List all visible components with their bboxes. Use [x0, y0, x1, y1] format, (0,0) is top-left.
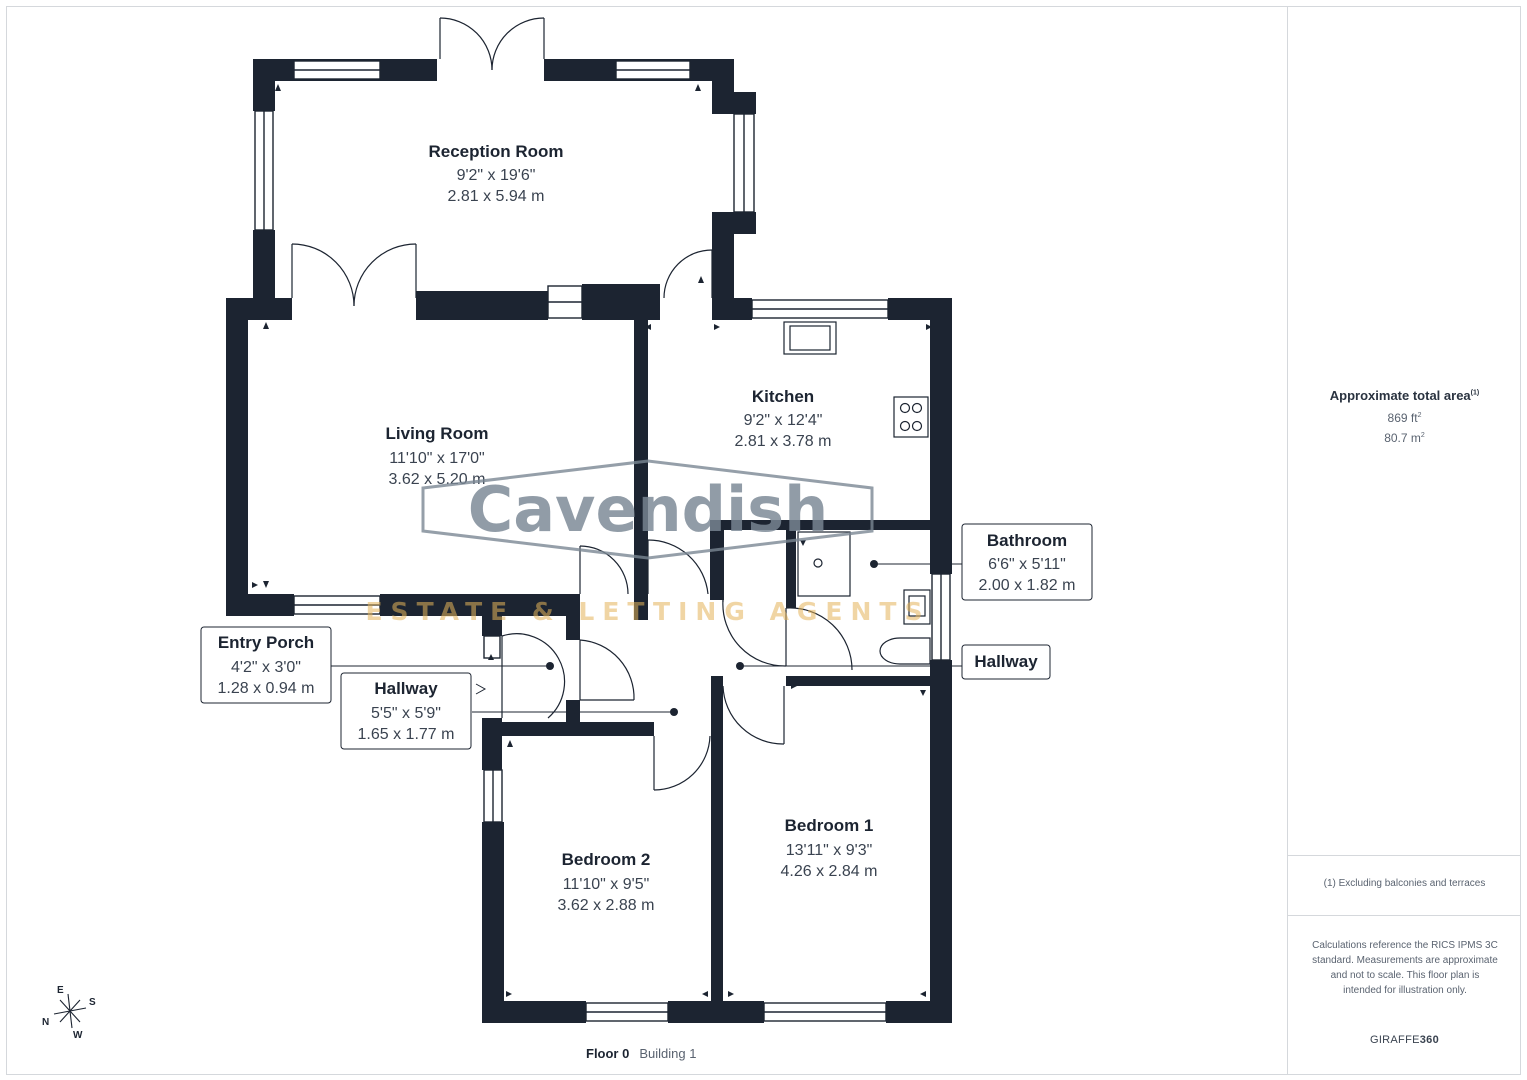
- fixtures: [783, 321, 931, 665]
- compass-n: N: [42, 1017, 49, 1028]
- walls: [226, 59, 952, 1023]
- compass-w: W: [73, 1030, 83, 1041]
- bedroom2-imperial: 11'10" x 9'5": [563, 876, 650, 893]
- bedroom1-metric: 4.26 x 2.84 m: [781, 863, 878, 880]
- leader-dots: [546, 560, 878, 716]
- info-sidebar: Approximate total area(1) 869 ft2 80.7 m…: [1287, 6, 1521, 1075]
- hallway-east-name: Hallway: [974, 652, 1038, 671]
- bedroom2-name: Bedroom 2: [562, 850, 651, 869]
- living-room-imperial: 11'10" x 17'0": [389, 450, 484, 467]
- watermark-name: Cavendish: [468, 473, 829, 546]
- windows: [254, 60, 951, 1022]
- reception-room-imperial: 9'2" x 19'6": [457, 167, 536, 184]
- living-room-name: Living Room: [386, 424, 489, 443]
- total-area-block: Approximate total area(1) 869 ft2 80.7 m…: [1288, 388, 1521, 445]
- entry-porch-name: Entry Porch: [218, 633, 314, 652]
- bathroom-metric: 2.00 x 1.82 m: [979, 577, 1076, 594]
- kitchen-imperial: 9'2" x 12'4": [744, 412, 823, 429]
- watermark-tagline: ESTATE & LETTING AGENTS: [365, 597, 930, 626]
- area-ft: 869 ft2: [1387, 411, 1422, 425]
- kitchen-hob: [893, 396, 929, 438]
- leaders: [330, 563, 962, 713]
- bedroom1-name: Bedroom 1: [785, 816, 874, 835]
- area-m: 80.7 m2: [1384, 431, 1425, 445]
- bedroom2-metric: 3.62 x 2.88 m: [558, 897, 655, 914]
- cavendish-watermark: Cavendish ESTATE & LETTING AGENTS: [365, 459, 930, 626]
- entry-porch-imperial: 4'2" x 3'0": [231, 659, 301, 676]
- building-label: Building 1: [639, 1046, 697, 1061]
- corner-marks: [252, 84, 932, 997]
- label-boxes: [200, 523, 1093, 750]
- sidebar-divider: [1288, 855, 1521, 856]
- entry-porch-metric: 1.28 x 0.94 m: [218, 680, 315, 697]
- bathroom-name: Bathroom: [987, 531, 1067, 550]
- compass-e: E: [57, 985, 64, 996]
- hallway-metric: 1.65 x 1.77 m: [358, 726, 455, 743]
- area-footnote: (1) Excluding balconies and terraces: [1323, 878, 1486, 889]
- giraffe360-logo: GIRAFFE360: [1369, 1034, 1440, 1046]
- floor-caption: Floor 0 Building 1: [586, 1046, 696, 1061]
- bedroom1-imperial: 13'11" x 9'3": [786, 842, 873, 859]
- hallway-imperial: 5'5" x 5'9": [371, 705, 441, 722]
- hallway-east-box: [961, 644, 1051, 680]
- kitchen-name: Kitchen: [752, 387, 814, 406]
- compass-icon: E S N W: [42, 985, 96, 1041]
- reception-room-metric: 2.81 x 5.94 m: [448, 188, 545, 205]
- doors: [291, 17, 853, 791]
- kitchen-metric: 2.81 x 3.78 m: [735, 433, 832, 450]
- toilet: [879, 637, 931, 665]
- hallway-name: Hallway: [374, 679, 438, 698]
- floor-label: Floor 0: [586, 1046, 630, 1061]
- bathroom-imperial: 6'6" x 5'11": [988, 556, 1066, 573]
- disclaimer: Calculations reference the RICS IPMS 3C …: [1312, 940, 1498, 996]
- shower-tray: [797, 531, 851, 597]
- area-title: Approximate total area(1): [1329, 388, 1480, 403]
- reception-room-name: Reception Room: [428, 142, 563, 161]
- hallway-box: [340, 672, 472, 750]
- sidebar-divider: [1288, 915, 1521, 916]
- area-note-marker: (1): [1470, 389, 1480, 397]
- watermark-badge: [421, 459, 874, 560]
- compass-s: S: [89, 997, 96, 1008]
- page-frame: [6, 6, 1521, 1075]
- entry-porch-box: [200, 626, 332, 704]
- bathroom-box: [961, 523, 1093, 601]
